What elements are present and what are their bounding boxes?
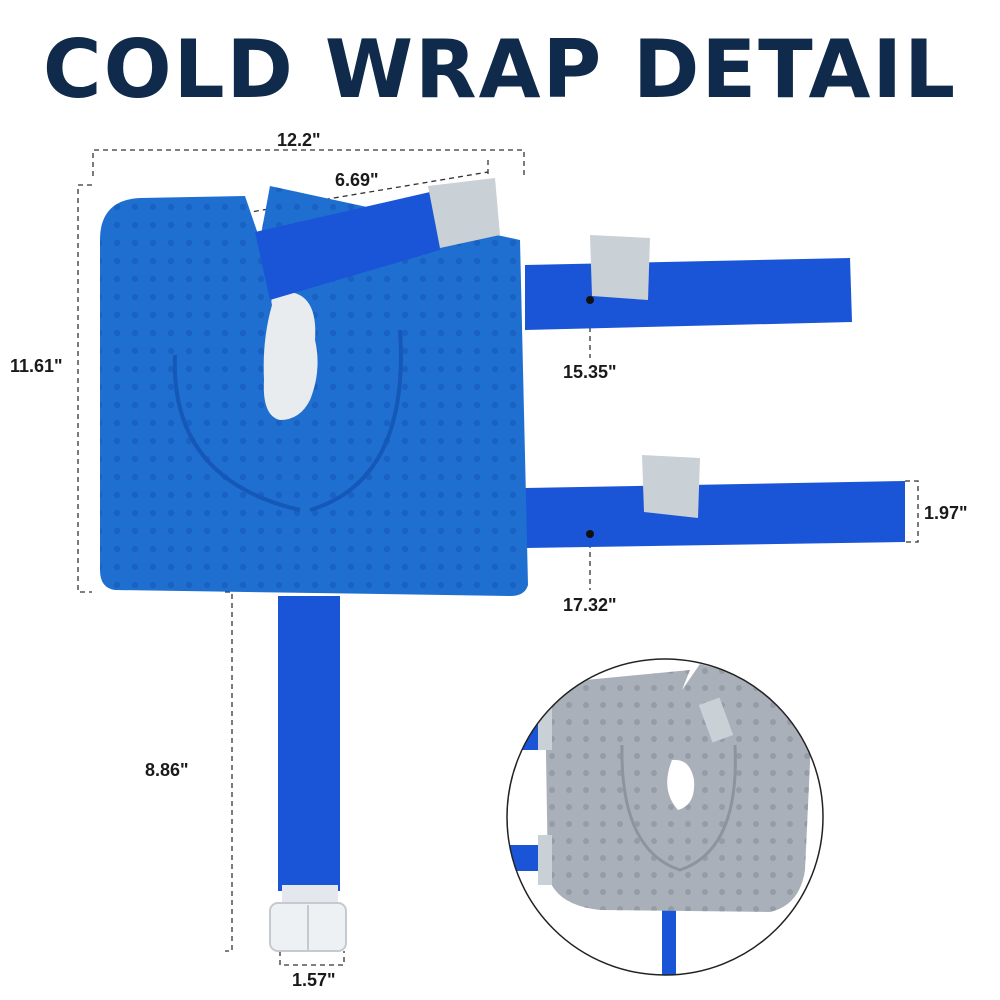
dimension-tube-length: 8.86" bbox=[145, 760, 189, 780]
back-view-inset bbox=[506, 658, 824, 976]
dimension-top-strap: 6.69" bbox=[335, 170, 379, 190]
dimension-upper-strap: 15.35" bbox=[563, 362, 617, 382]
dimension-lower-strap: 17.32" bbox=[563, 595, 617, 615]
hose-strap bbox=[269, 596, 347, 952]
page-title: COLD WRAP DETAIL bbox=[42, 23, 958, 116]
dimension-height: 11.61" bbox=[10, 356, 63, 376]
strap-lower bbox=[525, 455, 905, 548]
strap-upper bbox=[525, 235, 852, 330]
dimension-tube-width: 1.57" bbox=[292, 970, 336, 990]
dimension-overall-width: 12.2" bbox=[277, 130, 321, 150]
dimension-strap-width: 1.97" bbox=[924, 503, 968, 523]
cold-wrap-front bbox=[100, 178, 528, 596]
